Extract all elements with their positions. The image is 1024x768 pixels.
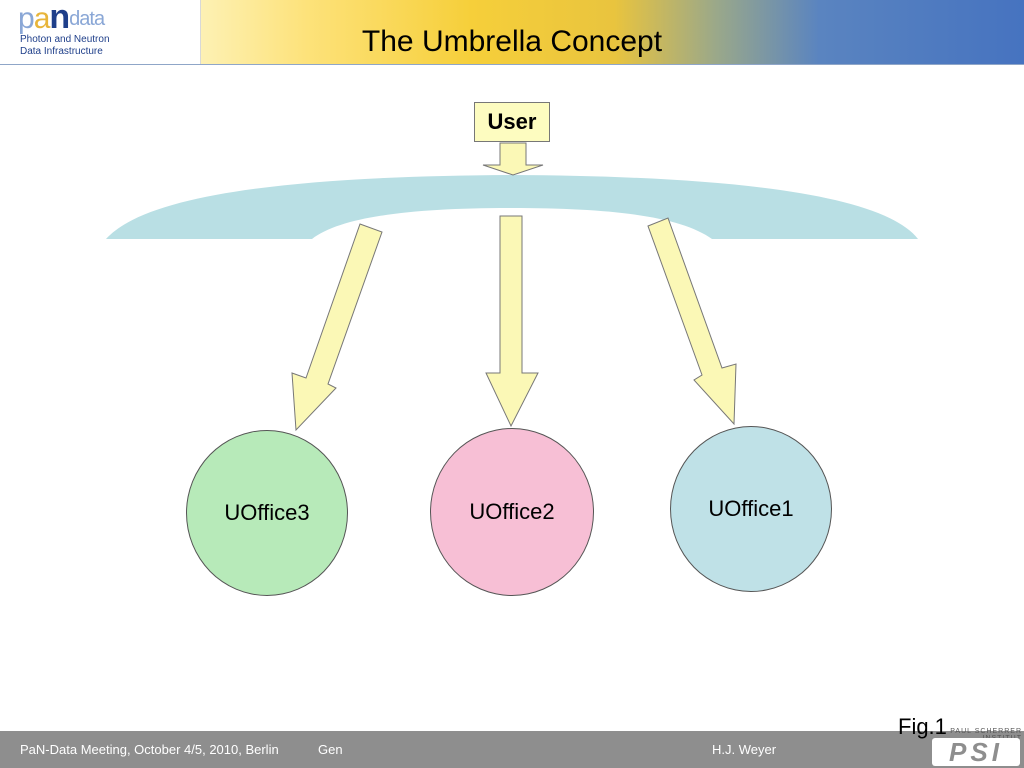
slide-footer — [0, 731, 1024, 768]
footer-author-text: H.J. Weyer — [712, 742, 777, 757]
figure-label: Fig.1 — [898, 714, 947, 739]
pandata-logo: pandata Photon and Neutron Data Infrastr… — [0, 0, 201, 64]
user-box: User — [474, 102, 550, 142]
slide-header: pandata Photon and Neutron Data Infrastr… — [0, 0, 1024, 65]
uoffice3-circle: UOffice3 — [186, 430, 348, 596]
arrow-to-uoffice3 — [291, 223, 383, 432]
slide-title: The Umbrella Concept — [361, 25, 663, 58]
logo-subtitle-line2: Data Infrastructure — [20, 46, 103, 57]
uoffice2-circle: UOffice2 — [430, 428, 594, 596]
footer-section-text: Gen — [318, 742, 343, 757]
arrow-to-uoffice1 — [647, 217, 737, 426]
pandata-logo-wordmark: pandata — [18, 0, 105, 36]
uoffice1-circle: UOffice1 — [670, 426, 832, 592]
psi-logo: PSI — [932, 738, 1020, 766]
footer-meeting-text: PaN-Data Meeting, October 4/5, 2010, Ber… — [20, 742, 279, 757]
user-down-arrow — [482, 142, 544, 176]
logo-subtitle-line1: Photon and Neutron — [20, 34, 110, 45]
arrow-to-uoffice2 — [485, 215, 539, 428]
umbrella-canopy — [106, 175, 918, 239]
